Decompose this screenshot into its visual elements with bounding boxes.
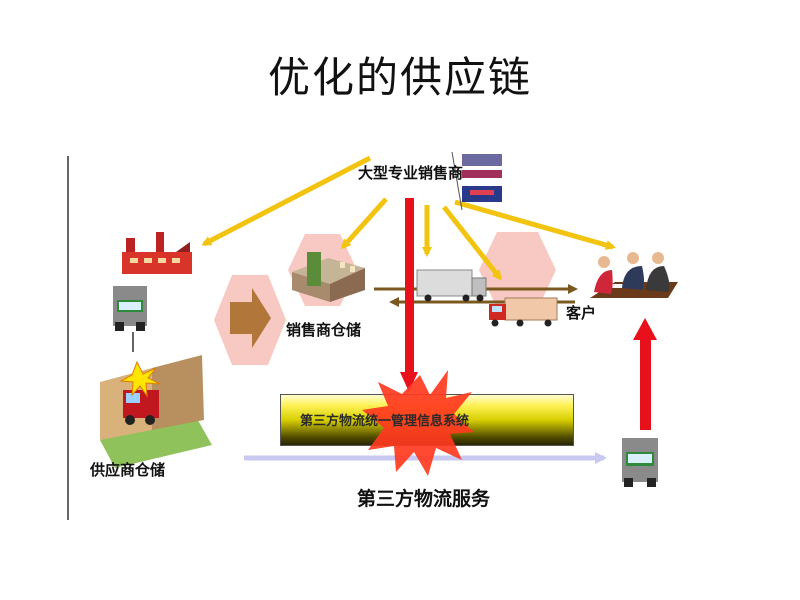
- dealer-warehouse-icon: [292, 252, 365, 302]
- system-label: 第三方物流统一管理信息系统: [300, 414, 470, 429]
- truck-front-left-icon: [113, 286, 147, 331]
- dealer-warehouse-label: 销售商仓储: [286, 321, 362, 339]
- semi-truck-upper-icon: [416, 269, 487, 302]
- supplier-warehouse-label: 供应商仓储: [90, 461, 166, 479]
- slide-title: 优化的供应链: [267, 53, 532, 102]
- yellow-arrow-to-dealer: [340, 197, 388, 250]
- red-arrow-down: [400, 198, 418, 392]
- logistics-service-label: 第三方物流服务: [357, 488, 491, 510]
- semi-truck-lower-icon: [489, 297, 558, 327]
- block-arrow: [230, 288, 271, 348]
- customer-label: 客户: [566, 304, 597, 322]
- red-arrow-up: [633, 318, 657, 430]
- yellow-arrow-to-truck: [442, 205, 502, 281]
- factory-icon: [122, 232, 192, 274]
- yellow-arrow-to-customer: [454, 199, 616, 250]
- distributor-label: 大型专业销售商: [358, 164, 464, 182]
- distributor-machine-icon: [451, 151, 502, 211]
- truck-front-right-icon: [622, 438, 658, 487]
- yellow-arrow-to-factory: [201, 155, 372, 247]
- supplier-warehouse-icon: [100, 355, 212, 468]
- customer-meeting-icon: [590, 252, 678, 298]
